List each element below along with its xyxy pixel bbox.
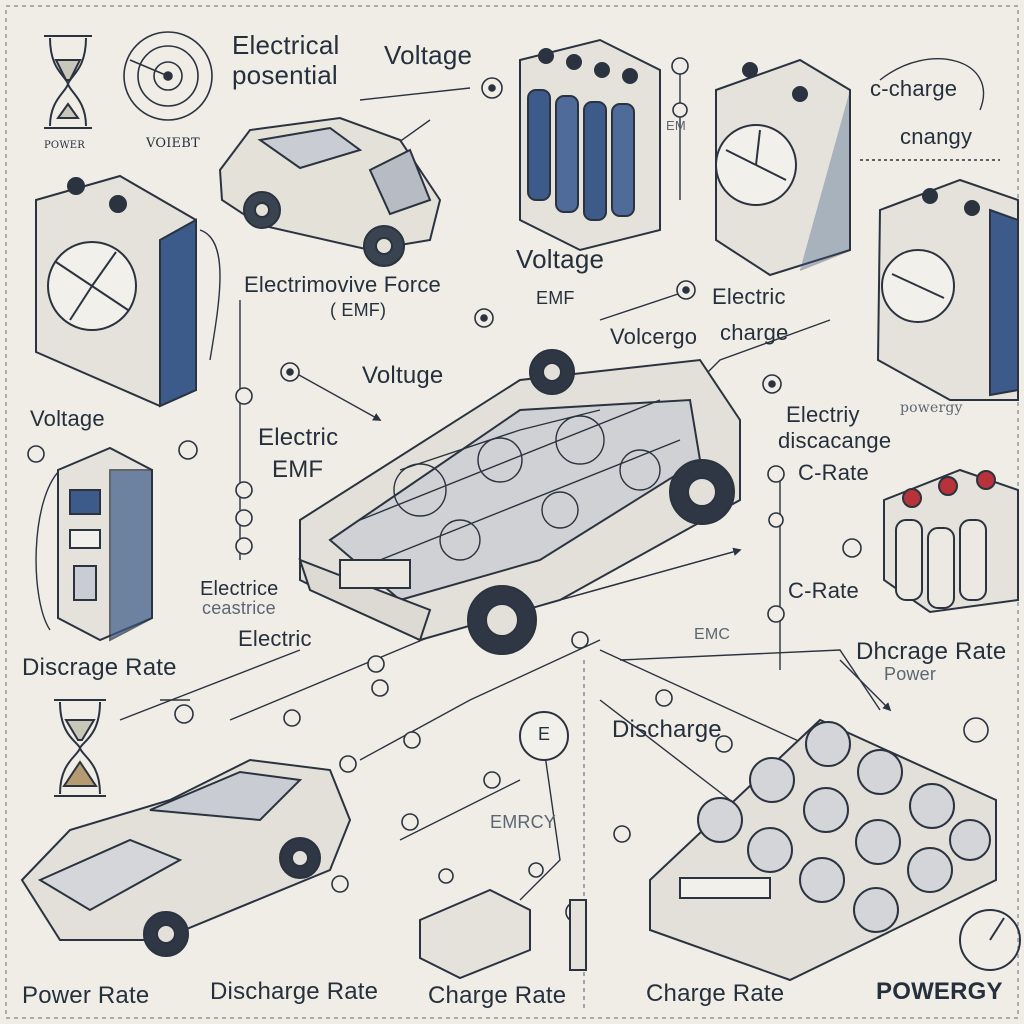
- voltage-label: Voltage: [384, 40, 473, 70]
- electric-charge-label: charge: [720, 320, 789, 345]
- changy-label: cnangy: [900, 124, 973, 149]
- discharge-label: Discharge: [612, 716, 722, 743]
- electriy-label: Electriy: [786, 402, 860, 427]
- target-caption: VOIEBT: [146, 136, 200, 151]
- emf-short-label: EMF: [536, 288, 575, 308]
- electrical-potential-label: Electrical: [232, 30, 340, 60]
- car-icon: [20, 758, 352, 957]
- electric-label: Electric: [238, 626, 312, 651]
- car-icon: [298, 349, 741, 655]
- emc-label: EMC: [694, 626, 731, 643]
- powergy-label: POWERGY: [876, 978, 1003, 1005]
- c-charge-label: c-charge: [870, 76, 958, 101]
- voltuge-label: Voltuge: [362, 362, 444, 389]
- battery-icon: [519, 38, 661, 252]
- hourglass-icon: [54, 699, 106, 797]
- hourglass-caption: POWER: [44, 140, 86, 151]
- fuel-pump-icon: [57, 446, 153, 642]
- connector-nodes: [27, 57, 989, 923]
- electric-emf-label: EMF: [272, 456, 324, 483]
- car-icon: [218, 116, 442, 267]
- em-label: EM: [666, 118, 686, 133]
- gauge-icon: [35, 174, 197, 408]
- c-rate-label: C-Rate: [788, 578, 859, 603]
- emf-label: Electrimovive Force: [244, 272, 441, 297]
- electrice-label: Electrice: [200, 578, 279, 600]
- volcergo-label: Volcergo: [610, 324, 698, 349]
- battery-icon: [419, 888, 587, 980]
- target-icon: [123, 31, 213, 121]
- dhcrage-rate-label: Dhcrage Rate: [856, 638, 1007, 665]
- gauge-icon: [959, 909, 1021, 971]
- power-label: Power: [884, 664, 937, 684]
- emf-label: ( EMF): [330, 300, 387, 320]
- battery-pack-icon: [649, 718, 997, 982]
- electric-charge-label: Electric: [712, 284, 786, 309]
- voltage-label: Voltage: [30, 406, 105, 431]
- battery-icon: [883, 468, 1019, 614]
- electriy-label: discacange: [778, 428, 892, 453]
- power-rate-label: Power Rate: [22, 982, 150, 1009]
- discrage-rate-label: Discrage Rate: [22, 654, 177, 681]
- powergy-small-label: powergy: [900, 400, 963, 416]
- electric-emf-label: Electric: [258, 424, 339, 451]
- gauge-icon: [876, 178, 1019, 401]
- electrice-label: ceastrice: [202, 598, 276, 618]
- gauge-icon: [715, 58, 851, 277]
- hourglass-icon: [44, 35, 92, 129]
- gauge-icon: [519, 711, 569, 761]
- c-rate-label: C-Rate: [798, 460, 869, 485]
- gauge-e-label: E: [538, 724, 551, 744]
- voltage-label: Voltage: [516, 244, 605, 274]
- electrical-potential-label: posential: [232, 60, 338, 90]
- charge-rate-label: Charge Rate: [428, 982, 567, 1009]
- discharge-rate-label: Discharge Rate: [210, 978, 379, 1005]
- emrcy-label: EMRCY: [490, 812, 557, 832]
- charge-rate-label: Charge Rate: [646, 980, 785, 1007]
